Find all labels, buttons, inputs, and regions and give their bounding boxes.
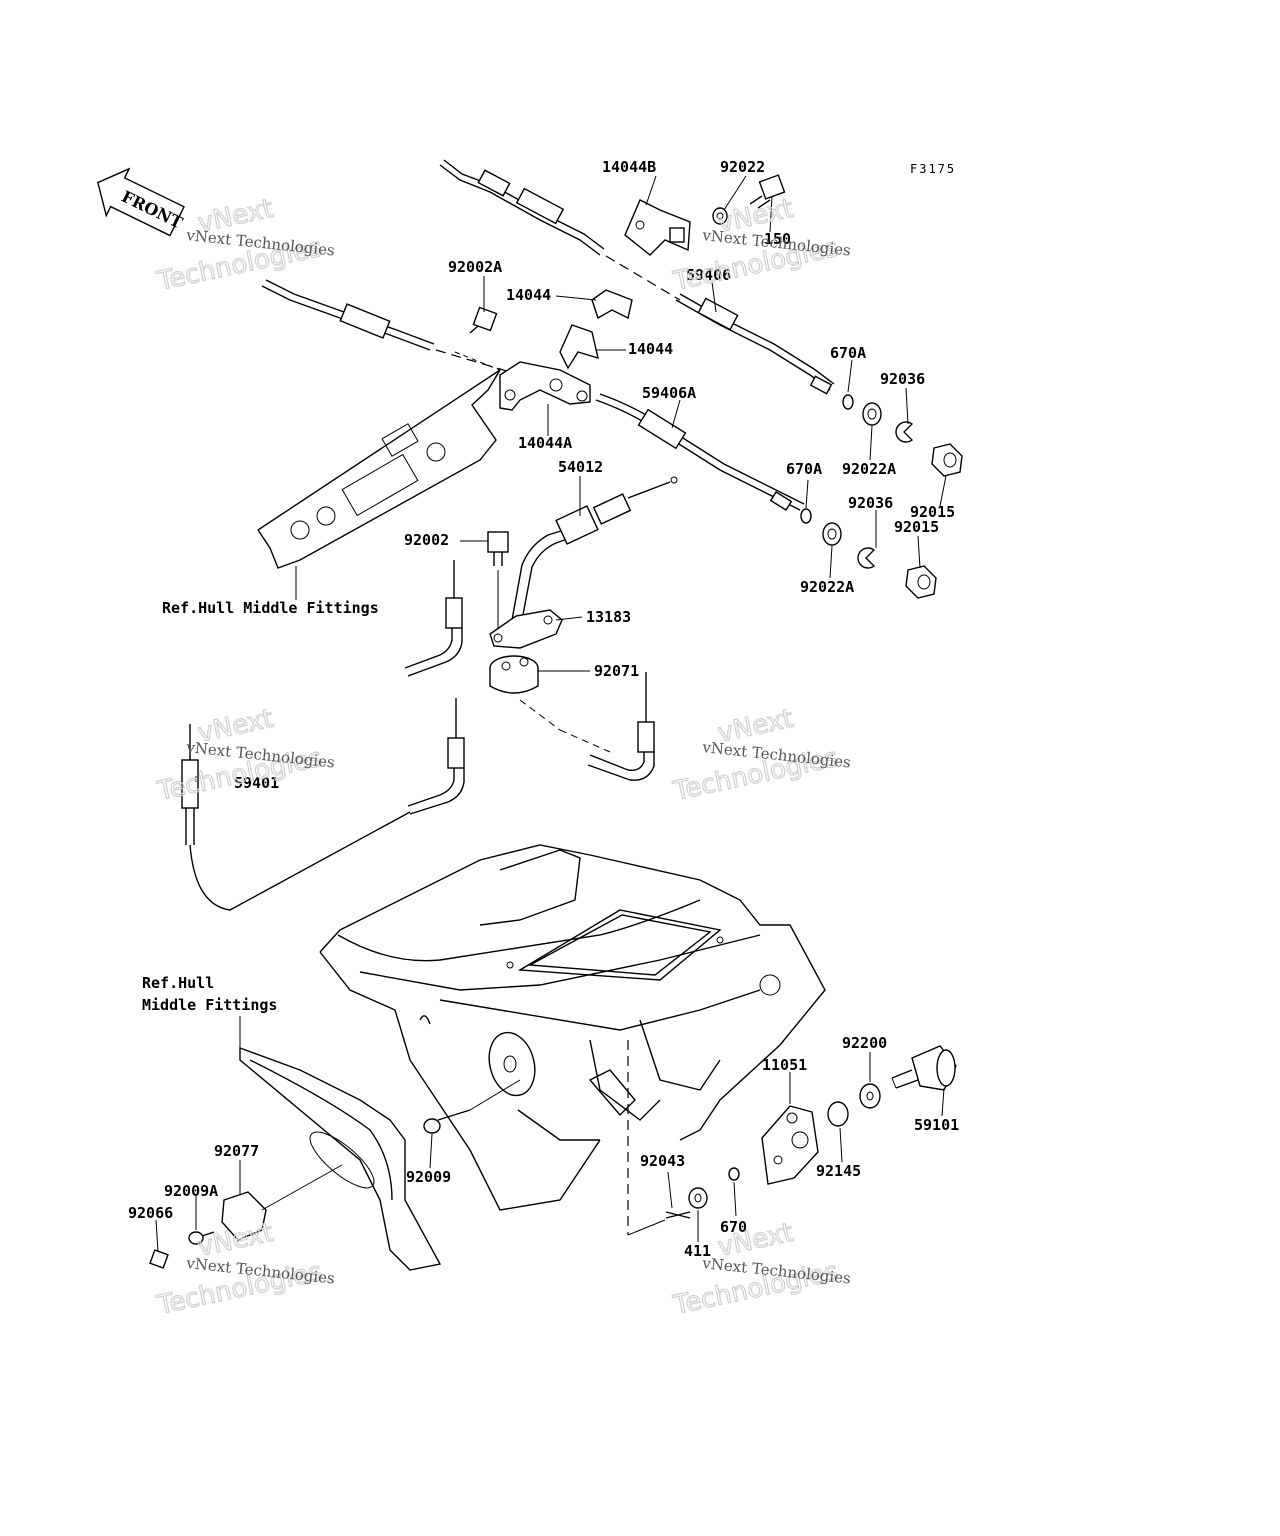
label-670: 670 xyxy=(720,1218,747,1236)
hull-body xyxy=(319,844,826,1236)
label-92066: 92066 xyxy=(128,1204,173,1222)
cable-59406 xyxy=(439,159,835,395)
clamp-14044-lower xyxy=(559,324,599,370)
label-92009A: 92009A xyxy=(164,1182,218,1200)
washer-411 xyxy=(688,1187,708,1209)
washer-92200 xyxy=(859,1083,881,1109)
label-14044B: 14044B xyxy=(602,158,656,176)
leader-lines xyxy=(155,175,947,1253)
label-92036-2: 92036 xyxy=(848,494,893,512)
label-59406A: 59406A xyxy=(642,384,696,402)
ref-hull-label-bottom-line2: Middle Fittings xyxy=(142,996,277,1014)
hull-side-panel xyxy=(239,1046,442,1271)
oring-670A-upper xyxy=(842,394,854,410)
clip-92036-lower xyxy=(857,547,876,569)
bolt-92002 xyxy=(487,531,509,640)
screw-92009A xyxy=(188,1231,215,1245)
label-92002A: 92002A xyxy=(448,258,502,276)
label-670A-1: 670A xyxy=(830,344,866,362)
label-92077: 92077 xyxy=(214,1142,259,1160)
label-13183: 13183 xyxy=(586,608,631,626)
pin-92043 xyxy=(665,1211,691,1219)
label-92022A-1: 92022A xyxy=(842,460,896,478)
oring-670 xyxy=(728,1167,740,1181)
washer-92022A-upper xyxy=(862,402,882,426)
cable-end-upper xyxy=(404,560,463,677)
screw-92009 xyxy=(423,1079,521,1134)
label-92009: 92009 xyxy=(406,1168,451,1186)
choke-cable-54012 xyxy=(511,476,678,621)
label-150: 150 xyxy=(764,230,791,248)
cable-end-right xyxy=(587,672,655,781)
label-92043: 92043 xyxy=(640,1152,685,1170)
cover-92077 xyxy=(221,1164,343,1241)
label-92015-2: 92015 xyxy=(894,518,939,536)
label-670A-2: 670A xyxy=(786,460,822,478)
bolt-150 xyxy=(749,174,786,209)
ref-hull-middle-fittings-top: Ref.Hull Middle Fittings xyxy=(162,599,379,617)
clip-92036-upper xyxy=(895,421,914,443)
label-92200: 92200 xyxy=(842,1034,887,1052)
label-92022: 92022 xyxy=(720,158,765,176)
grommet-92071 xyxy=(489,655,611,753)
label-92071: 92071 xyxy=(594,662,639,680)
label-11051: 11051 xyxy=(762,1056,807,1074)
label-59401: 59401 xyxy=(234,774,279,792)
cable-end-middle xyxy=(407,698,465,815)
watermark-mid-right: vNext Technologies vNext Technologies xyxy=(670,703,852,808)
bolt-92002A xyxy=(454,306,501,371)
nut-92066 xyxy=(149,1249,169,1269)
bracket-14044B xyxy=(624,199,691,256)
label-92015-1: 92015 xyxy=(910,503,955,521)
watermark-top-right: vNext Technologies vNext Technologies xyxy=(670,193,852,298)
cable-59406A xyxy=(261,279,805,511)
oring-92145 xyxy=(827,1101,849,1127)
label-92002: 92002 xyxy=(404,531,449,549)
label-92145: 92145 xyxy=(816,1162,861,1180)
clamp-14044-upper xyxy=(591,289,633,320)
label-92022A-2: 92022A xyxy=(800,578,854,596)
label-14044-a: 14044 xyxy=(506,286,551,304)
washer-92022 xyxy=(712,207,728,225)
cable-59401 xyxy=(181,724,411,911)
hull-fitting-panel xyxy=(257,369,501,600)
ref-hull-label-bottom-line1: Ref.Hull xyxy=(142,974,214,992)
shaft-59101 xyxy=(891,1045,957,1091)
plate-13183 xyxy=(489,609,563,649)
watermark-bottom-left: vNext Technologies vNext Technologies xyxy=(154,1217,336,1322)
part-labels: 14044B 92022 150 92002A 14044 59406 1404… xyxy=(128,158,959,1260)
front-arrow-badge: FRONT xyxy=(97,167,186,237)
bracket-14044A xyxy=(499,361,591,411)
label-59406: 59406 xyxy=(686,266,731,284)
oring-670A-lower xyxy=(800,508,812,524)
label-54012: 54012 xyxy=(558,458,603,476)
figure-code: F3175 xyxy=(910,162,956,176)
watermark-bottom-right: vNext Technologies vNext Technologies xyxy=(670,1217,852,1322)
plate-11051 xyxy=(761,1105,819,1185)
washer-92022A-lower xyxy=(822,522,842,546)
label-14044-b: 14044 xyxy=(628,340,673,358)
label-411: 411 xyxy=(684,1242,711,1260)
label-14044A: 14044A xyxy=(518,434,572,452)
label-92036-1: 92036 xyxy=(880,370,925,388)
nut-92015-lower xyxy=(905,565,937,599)
label-59101: 59101 xyxy=(914,1116,959,1134)
nut-92015-upper xyxy=(931,443,963,477)
